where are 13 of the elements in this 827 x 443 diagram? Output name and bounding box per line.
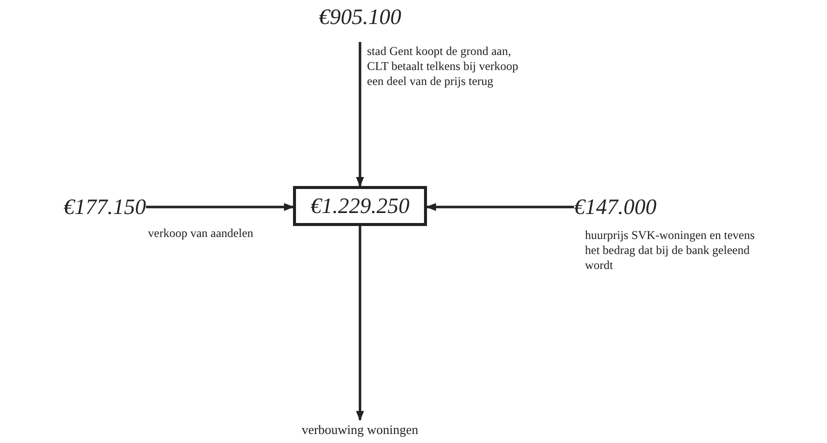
amount-label: €177.150 [64, 194, 146, 220]
amount-label: €1.229.250 [310, 193, 410, 219]
arrow [426, 203, 574, 211]
node-label: verbouwing woningen [302, 422, 418, 438]
arrow [146, 203, 294, 211]
note-text: huurprijs SVK-woningen en tevens het bedrag dat bij de bank geleend wordt [585, 228, 756, 273]
amount-label: €147.000 [574, 194, 656, 220]
arrow [356, 42, 364, 187]
arrow [356, 226, 364, 421]
amount-box [293, 186, 427, 226]
amount-label: €905.100 [318, 4, 402, 30]
note-text: stad Gent koopt de grond aan, CLT betaalt telkens bij verkoop een deel van de prijs terug [367, 44, 520, 89]
note-text: verkoop van aandelen [148, 226, 254, 241]
